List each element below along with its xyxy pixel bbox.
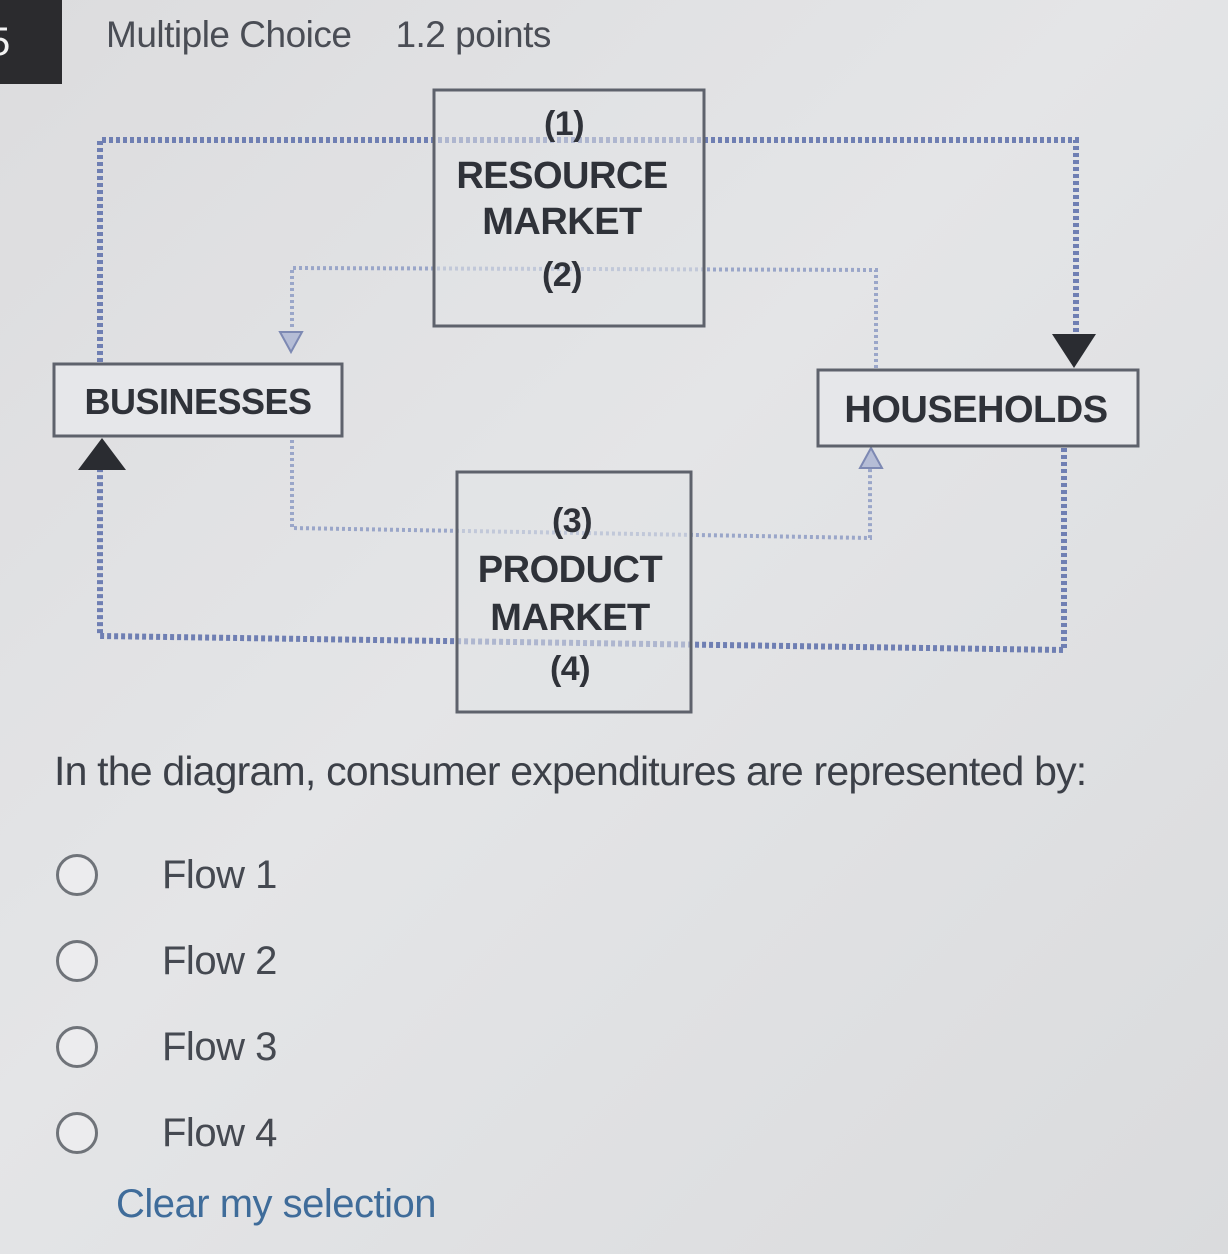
question-text: In the diagram, consumer expenditures ar… [54, 748, 1087, 794]
radio-button[interactable] [56, 854, 98, 896]
option-label: Flow 3 [162, 1024, 277, 1069]
households-label: HOUSEHOLDS [844, 389, 1107, 431]
option-flow-4[interactable]: Flow 4 [56, 1090, 277, 1176]
product-market-line2: MARKET [490, 597, 650, 639]
radio-button[interactable] [56, 1026, 98, 1068]
resource-market-box: (1) RESOURCE MARKET (2) [432, 88, 706, 328]
arrow-down-households-icon [1052, 334, 1096, 368]
question-type-label: Multiple Choice [106, 14, 352, 55]
arrow-down-businesses-icon [278, 331, 304, 355]
resource-market-line1: RESOURCE [456, 155, 667, 197]
resource-market-line2: MARKET [482, 201, 642, 243]
option-flow-3[interactable]: Flow 3 [56, 1004, 277, 1090]
arrow-up-businesses-icon [78, 438, 126, 470]
businesses-label: BUSINESSES [84, 381, 311, 422]
answer-options: Flow 1 Flow 2 Flow 3 Flow 4 [56, 832, 277, 1176]
option-flow-2[interactable]: Flow 2 [56, 918, 277, 1004]
radio-button[interactable] [56, 1112, 98, 1154]
question-header: Multiple Choice 1.2 points [106, 14, 551, 56]
question-number-badge: 5 [0, 0, 62, 84]
flow-3-label: (3) [552, 502, 592, 540]
arrow-up-households-icon [858, 445, 884, 469]
option-flow-1[interactable]: Flow 1 [56, 832, 277, 918]
outer-flow-bottom [97, 448, 1067, 654]
circular-flow-diagram: (1) RESOURCE MARKET (2) (3) PRODUCT MARK… [52, 88, 1140, 714]
option-label: Flow 2 [162, 938, 277, 983]
households-box: HOUSEHOLDS [816, 368, 1140, 448]
flow-4-label: (4) [550, 650, 590, 688]
businesses-box: BUSINESSES [52, 362, 344, 438]
flow-2-label: (2) [542, 256, 582, 294]
radio-button[interactable] [56, 940, 98, 982]
product-market-line1: PRODUCT [478, 549, 663, 591]
clear-selection-link[interactable]: Clear my selection [116, 1182, 437, 1226]
option-label: Flow 4 [162, 1110, 277, 1155]
inner-flow-bottom [290, 440, 872, 541]
product-market-box: (3) PRODUCT MARKET (4) [455, 470, 693, 714]
option-label: Flow 1 [162, 852, 277, 897]
question-points-label: 1.2 points [395, 14, 551, 55]
flow-1-label: (1) [544, 105, 584, 143]
